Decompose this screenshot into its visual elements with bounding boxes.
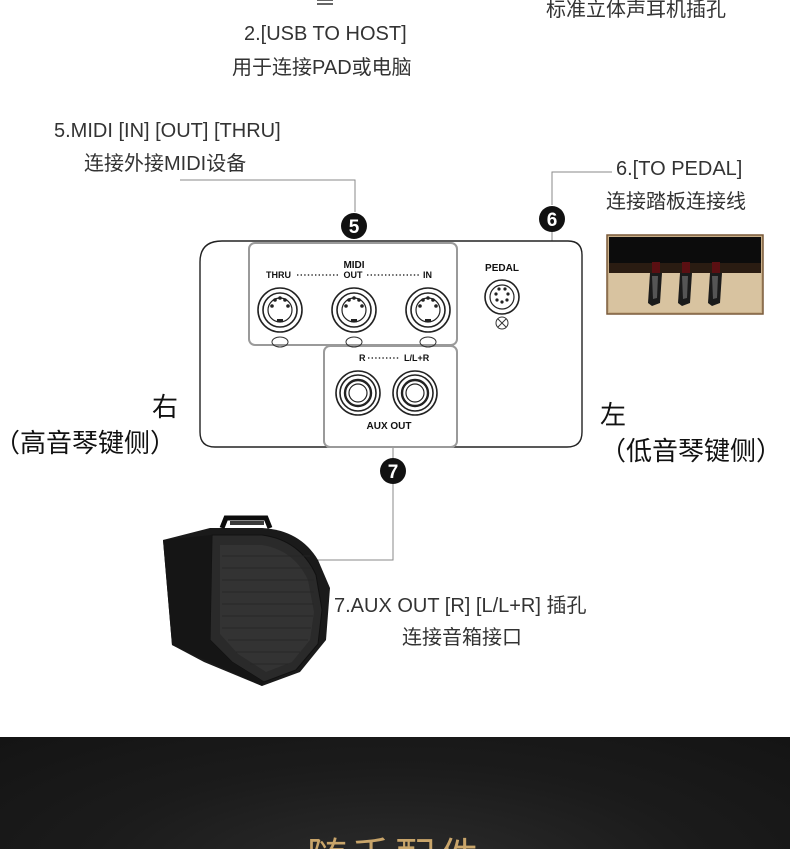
pedal-callout-title: 6.[TO PEDAL] bbox=[616, 158, 743, 180]
midi-callout-title: 5.MIDI [IN] [OUT] [THRU] bbox=[54, 120, 281, 142]
headphone-description: 标准立体声耳机插孔 bbox=[546, 0, 726, 21]
badge-5: 5 bbox=[341, 213, 367, 239]
aux-out-label: AUX OUT bbox=[367, 421, 412, 432]
pedal-screw-symbol bbox=[495, 316, 509, 330]
badge-7: 7 bbox=[380, 458, 406, 484]
aux-l-label: L/L+R bbox=[404, 353, 430, 363]
accessories-section-band: 随手配件 bbox=[0, 737, 790, 849]
midi-callout-description: 连接外接MIDI设备 bbox=[84, 153, 247, 175]
piano-pedals-image bbox=[606, 234, 764, 315]
aux-callout-description: 连接音箱接口 bbox=[402, 627, 522, 649]
midi-thru-label: THRU bbox=[266, 270, 291, 280]
midi-out-port bbox=[331, 287, 377, 333]
usb-icon bbox=[316, 0, 334, 8]
right-side-label: 右 bbox=[152, 392, 179, 422]
svg-text:5: 5 bbox=[349, 217, 360, 238]
midi-leader-line bbox=[180, 179, 356, 212]
badge-6: 6 bbox=[539, 206, 565, 232]
midi-out-label: OUT bbox=[344, 270, 364, 280]
speaker-amp-image bbox=[163, 515, 330, 686]
aux-leader-line bbox=[318, 484, 394, 561]
svg-text:6: 6 bbox=[547, 210, 558, 231]
midi-in-label: IN bbox=[423, 270, 432, 280]
aux-callout-title: 7.AUX OUT [R] [L/L+R] 插孔 bbox=[334, 595, 587, 617]
right-side-description: （高音琴键侧） bbox=[0, 428, 177, 458]
usb-title: 2.[USB TO HOST] bbox=[244, 23, 407, 45]
connection-panel-diagram: MIDI THRU OUT IN PEDAL bbox=[163, 171, 764, 686]
midi-in-port bbox=[405, 287, 451, 333]
left-side-label: 左 bbox=[600, 400, 627, 430]
aux-r-label: R bbox=[359, 353, 366, 363]
pedal-label: PEDAL bbox=[485, 263, 519, 274]
left-side-description: （低音琴键侧） bbox=[600, 436, 783, 466]
midi-label: MIDI bbox=[343, 260, 364, 271]
midi-thru-port bbox=[257, 287, 303, 333]
svg-text:7: 7 bbox=[388, 462, 399, 483]
pedal-callout-description: 连接踏板连接线 bbox=[606, 191, 746, 213]
aux-l-jack bbox=[392, 370, 438, 416]
pedal-leader-line bbox=[551, 171, 612, 205]
pedal-port bbox=[484, 279, 520, 315]
midi-port-symbols bbox=[271, 336, 437, 348]
accessories-section-title: 随手配件 bbox=[0, 825, 790, 849]
usb-description: 用于连接PAD或电脑 bbox=[232, 57, 412, 79]
aux-r-jack bbox=[335, 370, 381, 416]
